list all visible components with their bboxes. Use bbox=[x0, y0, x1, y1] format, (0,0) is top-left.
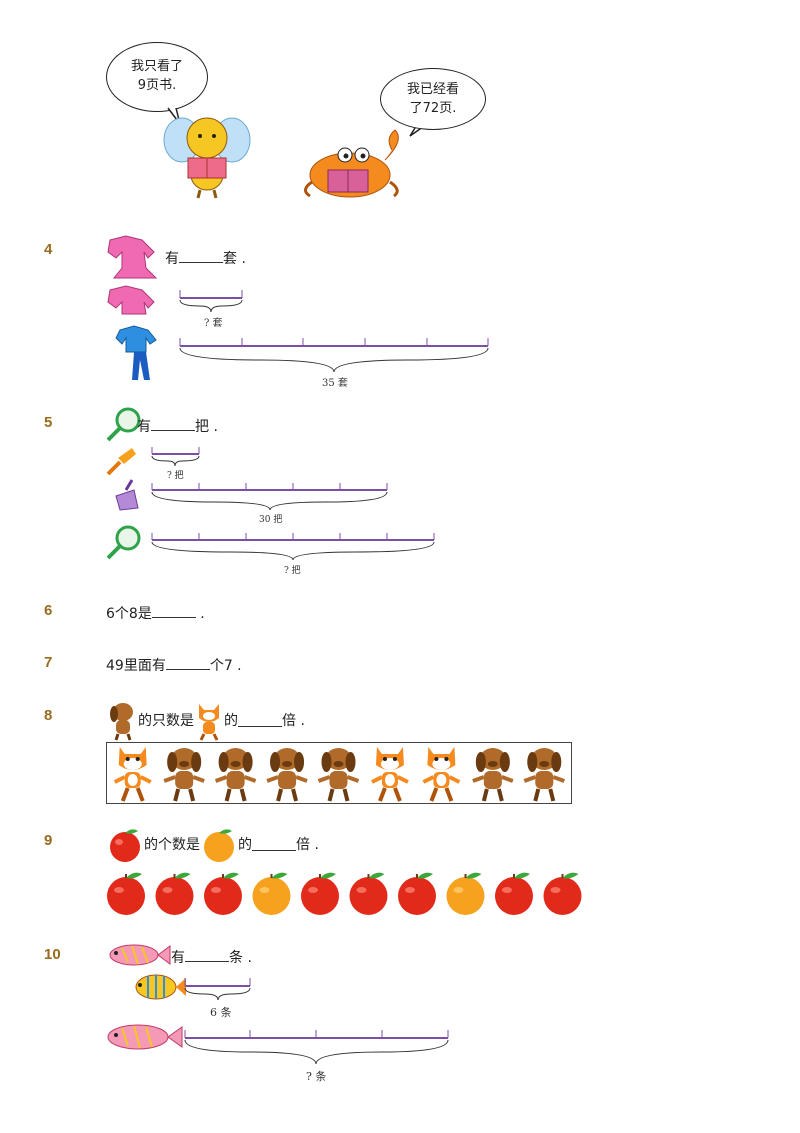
q8-text-of: 的 bbox=[224, 713, 238, 729]
answer-blank[interactable] bbox=[179, 250, 223, 263]
bee-icon bbox=[163, 117, 251, 199]
cat-icon bbox=[422, 747, 461, 802]
bee-speech-line1: 我只看了 bbox=[130, 59, 183, 74]
q5-big-label: ? 把 bbox=[284, 566, 301, 576]
q10-small-label: 6 条 bbox=[210, 1006, 232, 1019]
orange-brush-icon bbox=[106, 448, 136, 476]
q5-brush-icons bbox=[106, 407, 141, 560]
apple-icon bbox=[107, 872, 145, 915]
cat-icon bbox=[113, 747, 152, 802]
q6-text: 6个8是 bbox=[106, 606, 152, 622]
question-number-4: 4 bbox=[44, 241, 53, 258]
q8-text-mid: 的只数是 bbox=[138, 713, 194, 729]
q7-text-end: 个7 . bbox=[209, 658, 242, 674]
orange-icon bbox=[446, 872, 485, 915]
apple-icon bbox=[301, 872, 339, 915]
q4-clothes-icons bbox=[107, 235, 158, 380]
q5-question-text: 有 把 . bbox=[137, 416, 218, 436]
q4-bar-diagram bbox=[179, 290, 489, 373]
q9-question-text: 的个数是 的 倍 . bbox=[106, 824, 319, 864]
q5-text-end: 把 . bbox=[195, 419, 218, 435]
question-number-9: 9 bbox=[44, 832, 53, 849]
crab-speech-bubble: 我已经看 了72页. bbox=[380, 68, 486, 130]
q8-text-end: 倍 . bbox=[282, 713, 305, 729]
question-number-7: 7 bbox=[44, 654, 53, 671]
pink-dress-icon bbox=[107, 235, 158, 279]
q4-text-end: 套 . bbox=[223, 251, 246, 267]
answer-blank[interactable] bbox=[252, 838, 296, 851]
q7-text: 49里面有 bbox=[106, 658, 166, 674]
striped-fish-icon bbox=[135, 974, 186, 1000]
crab-icon bbox=[304, 129, 399, 198]
pink-fish-icon bbox=[109, 944, 171, 966]
q5-text-has: 有 bbox=[137, 419, 151, 435]
blue-outfit-icon bbox=[115, 325, 157, 380]
crab-speech-line2: 了72页. bbox=[409, 101, 457, 116]
dog-icon bbox=[523, 748, 565, 802]
q10-text-has: 有 bbox=[171, 950, 185, 966]
q10-fish-icons bbox=[107, 944, 186, 1050]
q10-text-end: 条 . bbox=[229, 950, 252, 966]
q6-text-end: . bbox=[200, 606, 205, 622]
dog-icon bbox=[163, 748, 205, 802]
q9-fruit-row bbox=[107, 872, 582, 915]
q4-question-text: 有 套 . bbox=[165, 248, 246, 268]
cat-icon bbox=[371, 747, 409, 802]
cat-icon bbox=[199, 704, 219, 741]
q9-text-of: 的 bbox=[238, 837, 252, 853]
question-number-10: 10 bbox=[44, 946, 61, 963]
answer-blank[interactable] bbox=[238, 714, 282, 727]
q6-question-text: 6个8是 . bbox=[106, 603, 205, 623]
apple-icon bbox=[349, 872, 388, 915]
green-brush-icon bbox=[106, 525, 141, 560]
dog-icon bbox=[317, 748, 360, 802]
green-brush-icon bbox=[106, 407, 141, 442]
crab-speech-line1: 我已经看 bbox=[406, 82, 459, 97]
dog-icon bbox=[214, 748, 257, 802]
orange-icon bbox=[252, 872, 291, 915]
q5-bar-diagram bbox=[151, 447, 435, 561]
bee-speech-bubble: 我只看了 9页书. bbox=[106, 42, 208, 112]
answer-blank[interactable] bbox=[185, 949, 229, 962]
dog-icon bbox=[110, 703, 133, 741]
q5-small-label: ? 把 bbox=[167, 471, 184, 481]
q10-bar-diagram bbox=[184, 978, 449, 1065]
apple-icon bbox=[398, 872, 436, 915]
q4-small-label: ? 套 bbox=[204, 318, 223, 329]
question-number-5: 5 bbox=[44, 414, 53, 431]
bee-speech-line2: 9页书. bbox=[137, 78, 177, 93]
orange-icon bbox=[204, 829, 234, 862]
answer-blank[interactable] bbox=[151, 605, 196, 618]
q5-mid-label: 30 把 bbox=[259, 515, 283, 525]
header-illustration bbox=[163, 107, 431, 199]
purple-brush-icon bbox=[115, 479, 139, 511]
q4-text-has: 有 bbox=[165, 251, 179, 267]
answer-blank[interactable] bbox=[151, 418, 195, 431]
apple-icon bbox=[204, 872, 242, 915]
dog-icon bbox=[266, 748, 308, 802]
apple-icon bbox=[110, 829, 140, 862]
apple-icon bbox=[543, 872, 582, 915]
q10-question-text: 有 条 . bbox=[171, 947, 252, 967]
q10-big-label: ? 条 bbox=[306, 1070, 327, 1083]
apple-icon bbox=[495, 872, 533, 915]
answer-blank[interactable] bbox=[165, 657, 210, 670]
question-number-8: 8 bbox=[44, 707, 53, 724]
q7-question-text: 49里面有 个7 . bbox=[106, 655, 242, 675]
q9-text-end: 倍 . bbox=[296, 837, 319, 853]
apple-icon bbox=[155, 872, 194, 915]
q4-big-label: 35 套 bbox=[322, 378, 348, 389]
pink-fish-icon bbox=[107, 1024, 183, 1050]
question-number-6: 6 bbox=[44, 602, 53, 619]
pink-dress-icon bbox=[107, 285, 155, 315]
q8-question-text: 的只数是 的 倍 . bbox=[106, 700, 305, 741]
dog-icon bbox=[472, 748, 514, 802]
q9-text-mid: 的个数是 bbox=[144, 837, 200, 853]
q8-animal-row bbox=[106, 742, 572, 804]
